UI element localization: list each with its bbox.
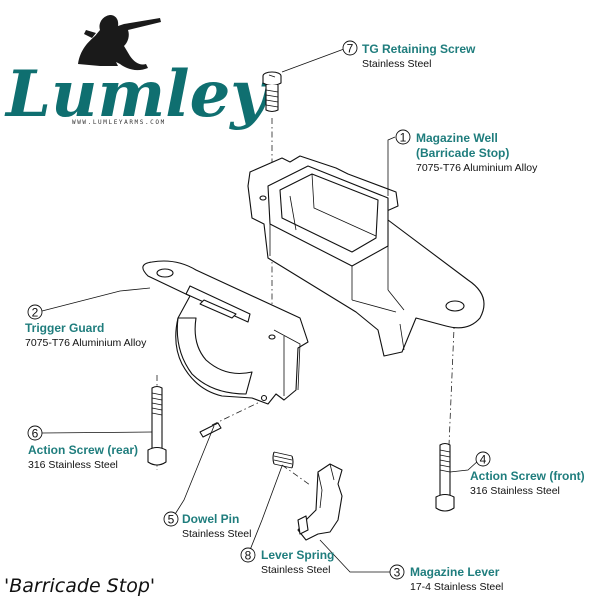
- tg-retaining-screw: [262, 71, 282, 113]
- callout-4: 4 Action Screw (front) 316 Stainless Ste…: [470, 451, 585, 497]
- callout-3: 3 Magazine Lever 17-4 Stainless Steel: [389, 564, 503, 593]
- soldier-silhouette-icon: [78, 15, 161, 71]
- part-material: 7075-T76 Aluminium Alloy: [25, 337, 147, 349]
- part-material: 316 Stainless Steel: [28, 459, 118, 471]
- part-material: 17-4 Stainless Steel: [410, 581, 503, 593]
- callout-7: 7 TG Retaining Screw Stainless Steel: [342, 40, 476, 70]
- magazine-lever: [297, 463, 343, 541]
- callout-number: 1: [400, 131, 407, 145]
- part-title: Action Screw (front): [470, 469, 585, 483]
- part-title-line-2: (Barricade Stop): [416, 146, 509, 160]
- part-title: TG Retaining Screw: [362, 42, 476, 56]
- callout-number: 2: [32, 306, 39, 320]
- callout-8: 8 Lever Spring Stainless Steel: [240, 547, 334, 576]
- brand-logo: Lumley WWW.LUMLEYARMS.COM: [4, 15, 271, 132]
- part-title: Lever Spring: [261, 548, 334, 562]
- magazine-well: [247, 155, 485, 357]
- part-title: Trigger Guard: [25, 321, 104, 335]
- lever-spring: [272, 451, 294, 469]
- part-material: Stainless Steel: [261, 564, 330, 576]
- part-title: Action Screw (rear): [28, 443, 138, 457]
- action-screw-front: [435, 442, 455, 512]
- trigger-guard: [142, 260, 309, 405]
- part-material: Stainless Steel: [182, 528, 251, 540]
- diagram-caption: 'Barricade Stop': [4, 575, 155, 597]
- brand-url: WWW.LUMLEYARMS.COM: [72, 119, 166, 126]
- part-title: Magazine Well: [416, 131, 498, 145]
- callout-1: 1 Magazine Well (Barricade Stop) 7075-T7…: [395, 129, 538, 174]
- callout-number: 4: [480, 453, 487, 467]
- callout-5: 5 Dowel Pin Stainless Steel: [163, 511, 251, 540]
- callout-6: 6 Action Screw (rear) 316 Stainless Stee…: [27, 425, 138, 471]
- callout-number: 6: [32, 427, 39, 441]
- dowel-pin: [199, 422, 222, 438]
- action-screw-rear: [147, 385, 167, 466]
- part-title: Dowel Pin: [182, 512, 239, 526]
- callout-number: 3: [394, 566, 401, 580]
- callout-2: 2 Trigger Guard 7075-T76 Aluminium Alloy: [25, 304, 147, 349]
- callout-number: 7: [347, 42, 354, 56]
- part-material: 7075-T76 Aluminium Alloy: [416, 162, 538, 174]
- callout-number: 8: [245, 549, 252, 563]
- part-material: Stainless Steel: [362, 58, 431, 70]
- part-title: Magazine Lever: [410, 565, 500, 579]
- callout-number: 5: [168, 513, 175, 527]
- brand-name: Lumley: [4, 57, 271, 132]
- part-material: 316 Stainless Steel: [470, 485, 560, 497]
- leader-lines: [41, 48, 480, 573]
